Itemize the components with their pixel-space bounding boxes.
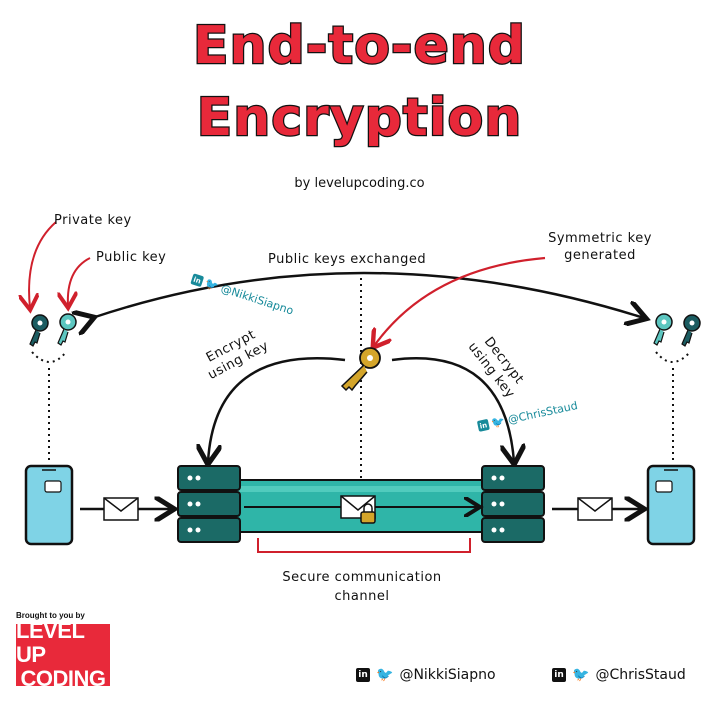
- left-key-connector: [31, 351, 67, 363]
- symmetric-key-label-line1: Symmetric key: [548, 231, 652, 246]
- public-key-icon-right: [653, 313, 673, 346]
- symmetric-key-pointer: [374, 256, 546, 346]
- symmetric-key-label-line2: generated: [564, 248, 636, 263]
- smartphone-icon-left: [24, 464, 74, 546]
- twitter-icon: 🐦: [490, 414, 507, 430]
- footer-handle-nikki-text: @NikkiSiapno: [399, 667, 496, 683]
- footer-handle-nikki[interactable]: in 🐦 @NikkiSiapno: [356, 667, 496, 683]
- secure-channel-label-line1: Secure communication: [282, 570, 442, 585]
- brought-by-text: Brought to you by: [16, 611, 85, 620]
- secure-channel-label: Secure communication channel: [262, 568, 462, 606]
- footer-handle-chris-text: @ChrisStaud: [595, 667, 686, 683]
- encrypt-arrow: [208, 357, 346, 462]
- private-key-icon-right: [681, 314, 701, 347]
- public-key-pointer: [68, 257, 91, 306]
- padlock-icon: [360, 503, 376, 524]
- server-stack-right: [481, 465, 545, 543]
- secure-channel-label-line2: channel: [334, 589, 390, 604]
- private-key-icon-left: [29, 314, 49, 347]
- private-key-pointer: [29, 221, 57, 308]
- twitter-icon: 🐦: [572, 667, 590, 683]
- brand-logo-line2: CODING: [20, 666, 107, 691]
- public-key-label: Public key: [96, 250, 167, 265]
- title-line-2: Encryption: [195, 88, 523, 148]
- footer-handle-chris[interactable]: in 🐦 @ChrisStaud: [552, 667, 686, 683]
- brand-logo[interactable]: LEVEL UP CODING: [16, 619, 110, 691]
- envelope-icon-left: [103, 497, 139, 521]
- symmetric-key-icon: [340, 347, 381, 392]
- public-key-icon-left: [57, 313, 77, 346]
- channel-bracket: [257, 538, 471, 553]
- keys-exchanged-arrow: [92, 271, 644, 318]
- twitter-icon: 🐦: [376, 667, 394, 683]
- brand-logo-line1: LEVEL UP: [16, 618, 85, 667]
- title-line-1: End-to-end: [192, 16, 527, 76]
- decrypt-arrow: [391, 357, 514, 462]
- private-key-label: Private key: [54, 213, 132, 228]
- smartphone-icon-right: [646, 464, 696, 546]
- linkedin-icon: in: [476, 418, 490, 432]
- linkedin-icon: in: [190, 273, 205, 288]
- linkedin-icon: in: [552, 668, 566, 682]
- right-key-connector: [655, 351, 691, 363]
- server-stack-left: [177, 465, 241, 543]
- byline: by levelupcoding.co: [294, 176, 425, 191]
- linkedin-icon: in: [356, 668, 370, 682]
- keys-exchanged-label: Public keys exchanged: [268, 252, 427, 267]
- symmetric-key-label: Symmetric key generated: [520, 230, 680, 264]
- envelope-icon-right: [577, 497, 613, 521]
